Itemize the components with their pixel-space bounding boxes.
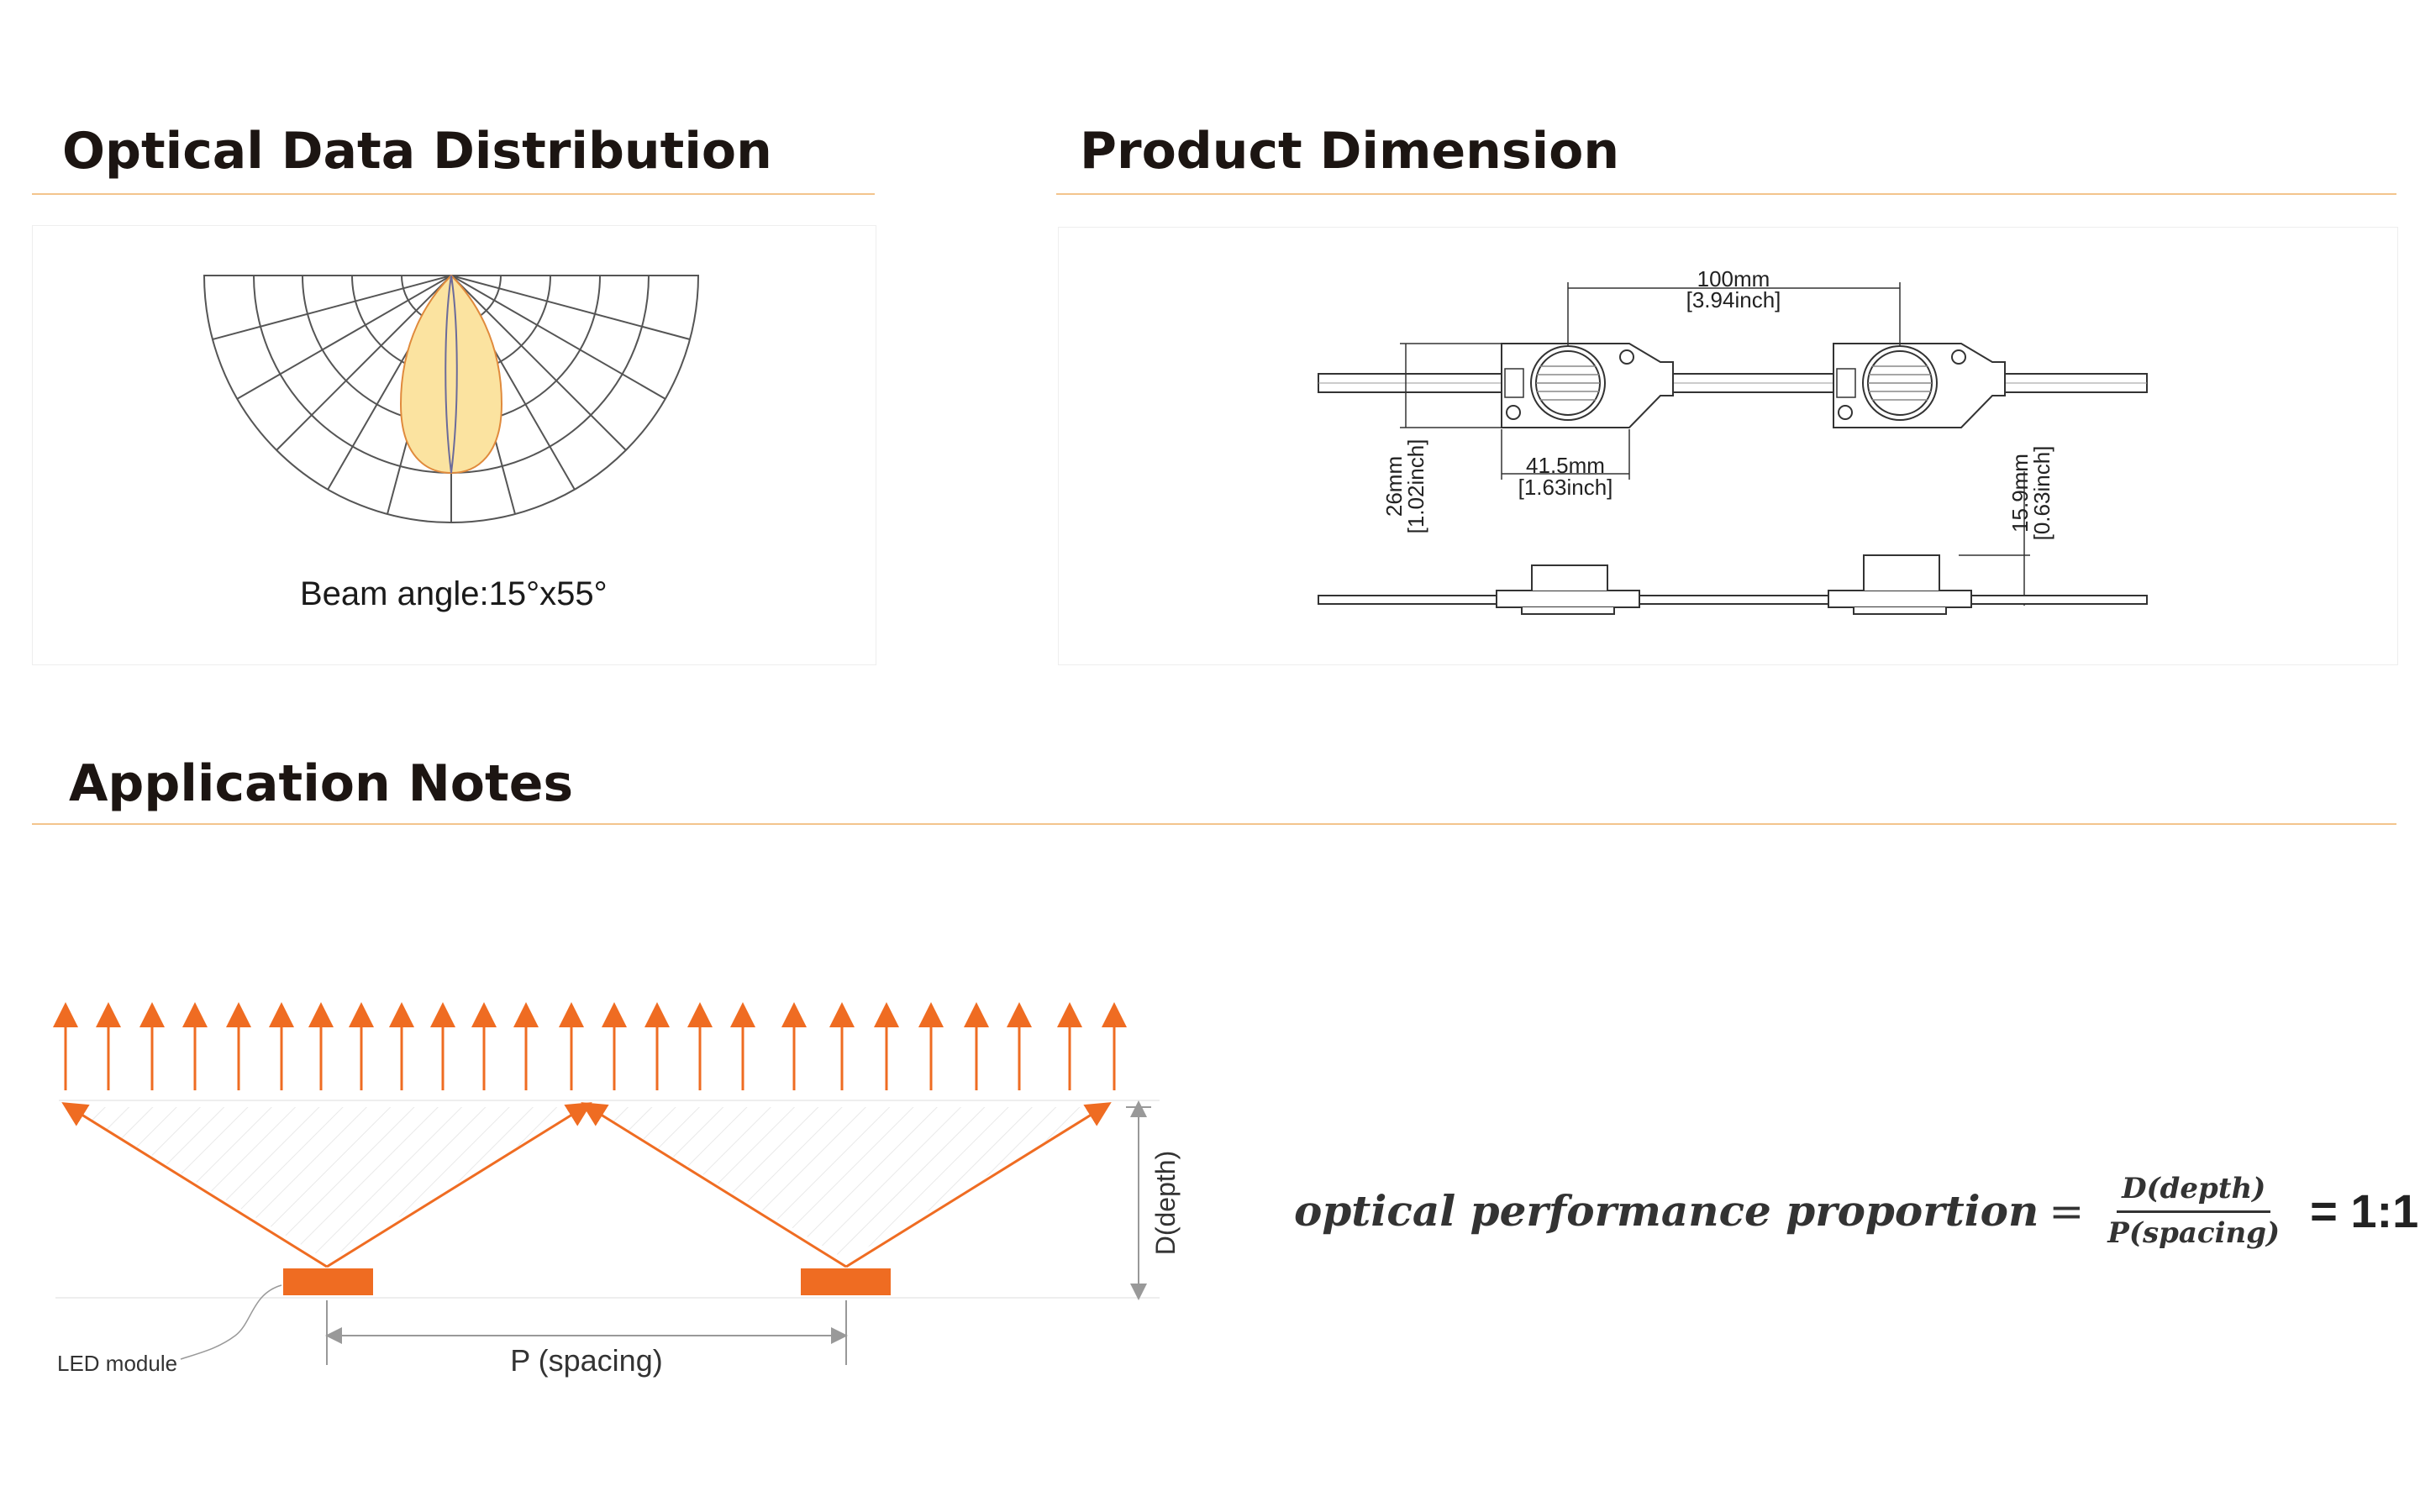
beam-15-lobe	[445, 275, 458, 474]
application-title-rule	[32, 823, 2396, 825]
dimension-drawing: 100mm [3.94inch] 41.5mm [1.63inch] 26mm …	[1318, 266, 2148, 615]
wire-side-view	[1318, 595, 2148, 605]
formula-lhs: optical performance proportion	[1294, 1186, 2039, 1236]
optical-title-rule	[32, 193, 875, 195]
formula-ratio: = 1:1.6	[2310, 1184, 2420, 1237]
formula-denominator: P(spacing)	[2107, 1216, 2281, 1250]
polar-beam-diagram	[203, 274, 700, 523]
polar-ring-5	[203, 275, 700, 523]
spacing-inch-label: [3.94inch]	[1686, 287, 1781, 312]
led-module-side-1	[1496, 564, 1640, 615]
led-module-2	[801, 1268, 891, 1295]
dimension-section-title: Product Dimension	[1080, 122, 1620, 181]
width-mm-label: 41.5mm	[1526, 453, 1605, 478]
height-inch-label: [1.02inch]	[1403, 439, 1428, 534]
dimension-title-rule	[1056, 193, 2396, 195]
formula-fraction: D(depth) P(spacing)	[2102, 1172, 2285, 1250]
led-module-top-2	[1833, 343, 2006, 428]
light-output-arrows	[53, 1002, 1127, 1090]
led-module-label: LED module	[57, 1351, 177, 1376]
formula-equals: =	[2049, 1186, 2085, 1236]
led-module-top-1	[1501, 343, 1674, 428]
beam-fan-right	[590, 1107, 1102, 1260]
thickness-mm-label: 15.9mm	[2007, 454, 2033, 533]
height-mm-label: 26mm	[1381, 456, 1407, 517]
led-module-1	[283, 1268, 373, 1295]
spacing-mm-label: 100mm	[1697, 266, 1770, 291]
width-inch-label: [1.63inch]	[1518, 475, 1613, 500]
thickness-inch-label: [0.63inch]	[2029, 446, 2054, 541]
optical-section-title: Optical Data Distribution	[62, 122, 772, 181]
beam-fan-left	[71, 1107, 583, 1260]
beam-angle-caption: Beam angle:15°x55°	[300, 575, 608, 612]
beam-55-lobe	[399, 274, 503, 475]
depth-label: D(depth)	[1150, 1151, 1181, 1256]
dimension-panel: 100mm [3.94inch] 41.5mm [1.63inch] 26mm …	[1058, 227, 2398, 665]
application-section-title: Application Notes	[69, 754, 574, 813]
optical-proportion-formula: optical performance proportion = D(depth…	[1294, 1172, 2420, 1250]
formula-numerator: D(depth)	[2117, 1172, 2271, 1213]
optical-panel	[32, 225, 876, 665]
spacing-label: P (spacing)	[510, 1343, 662, 1378]
led-module-side-2	[1828, 554, 1972, 615]
led-spacing-diagram: LED module P (spacing) D(depth)	[53, 1002, 1181, 1378]
